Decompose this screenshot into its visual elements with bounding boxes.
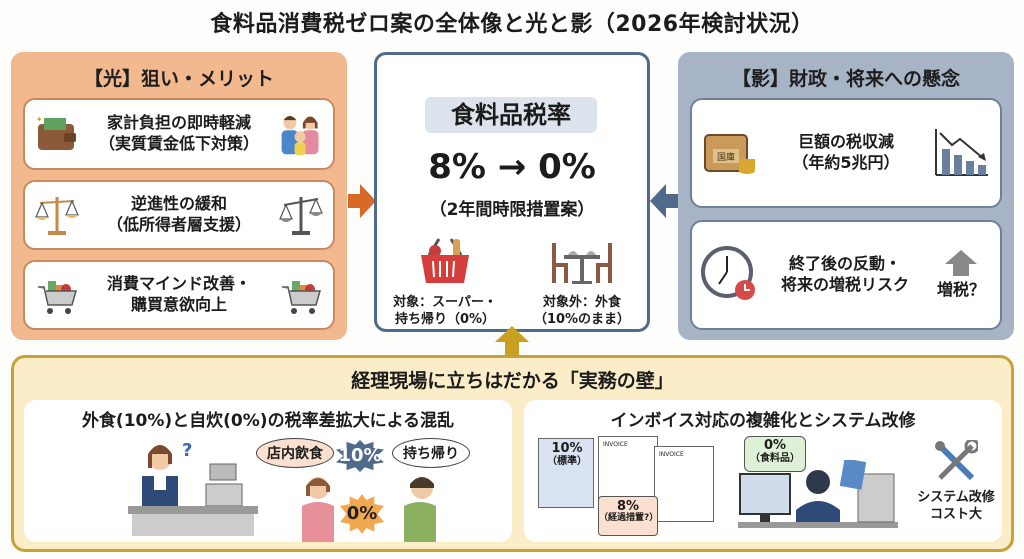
clock-icon <box>700 245 760 305</box>
invoice-doc: INVOICE <box>654 446 714 522</box>
shopping-basket-icon <box>385 235 505 291</box>
merit-line1: 家計負担の即時軽減 <box>106 113 251 133</box>
rate-tag-8: 8% <box>616 499 640 514</box>
scale-icon <box>277 191 325 239</box>
rate-tag-0: 0% <box>763 438 787 453</box>
invoice-system-card: インボイス対応の複雑化とシステム改修 10%（標準） INVOICE INVOI… <box>524 400 1002 542</box>
system-cost-line1: システム改修 <box>917 490 995 505</box>
concern-card-future-tax: 終了後の反動・ 将来の増税リスク 増税？ <box>690 220 1002 330</box>
practical-wall-title: 経理現場に立ちはだかる「実務の壁」 <box>351 370 674 392</box>
merit-card-regressivity: 逆進性の緩和 （低所得者層支援） <box>23 180 335 250</box>
arrow-right-icon <box>348 184 376 222</box>
page-title: 食料品消費税ゼロ案の全体像と光と影（2026年検討状況） <box>210 12 814 37</box>
treasure-chest-icon: 国庫 <box>700 123 760 183</box>
practical-wall-panel: 経理現場に立ちはだかる「実務の壁」 外食(10%)と自炊(0%)の税率差拡大によ… <box>11 355 1014 552</box>
rate-tag-10-note: （標準） <box>547 456 587 468</box>
merit-line2: （低所得者層支援） <box>106 215 251 234</box>
merits-panel: 【光】狙い・メリット ✦ 家計負担の即時軽減 （実質賃金低下対策） 逆進性の緩和… <box>11 52 347 340</box>
concern-line1: 巨額の税収減 <box>797 132 894 152</box>
tax-increase-label: 増税？ <box>936 280 985 299</box>
worker-at-desk-icon <box>738 458 898 544</box>
covered-line2: 持ち帰り（0%） <box>394 311 496 327</box>
speech-bubble-takeout: 持ち帰り <box>392 438 470 468</box>
speech-bubble-food-rate: 0%（食料品） <box>744 436 806 472</box>
merit-line1: 逆進性の緩和 <box>130 194 227 214</box>
rate-confusion-title: 外食(10%)と自炊(0%)の税率差拡大による混乱 <box>81 411 455 431</box>
tools-icon <box>934 438 980 488</box>
rate-tag-8-note: （経過措置?） <box>599 513 659 524</box>
svg-text:✦: ✦ <box>36 115 43 124</box>
dining-table-icon <box>522 235 642 291</box>
excluded-section: 対象外：外食 （10%のまま） <box>522 235 642 329</box>
scale-icon <box>33 191 81 239</box>
wallet-icon: ✦ <box>33 110 81 158</box>
food-tax-rate-label: 食料品税率 <box>425 97 597 133</box>
covered-line1: 対象：スーパー・ <box>393 295 497 310</box>
rate-tag-0-note: （食料品） <box>750 453 800 465</box>
merit-line2: 購買意欲向上 <box>130 295 227 314</box>
badge-10-percent: 10% <box>336 440 384 472</box>
svg-text:国庫: 国庫 <box>717 151 735 163</box>
invoice-system-title: インボイス対応の複雑化とシステム改修 <box>610 411 916 431</box>
shopping-cart-icon <box>277 271 325 319</box>
invoice-documents-icon: 10%（標準） INVOICE INVOICE 8%（経過措置?） <box>538 436 730 536</box>
shopping-cart-icon <box>33 271 81 319</box>
up-arrow-icon <box>945 250 977 276</box>
customer-man-icon <box>396 472 446 546</box>
badge-0-percent: 0% <box>340 494 384 534</box>
cashier-icon: ? <box>120 436 260 540</box>
concerns-panel: 【影】財政・将来への懸念 国庫 巨額の税収減 （年約5兆円） 終了後の反動・ 将… <box>678 52 1014 340</box>
family-icon <box>277 110 325 158</box>
excluded-line2: （10%のまま） <box>533 311 631 327</box>
tax-increase-indicator: 増税？ <box>930 250 992 300</box>
concern-card-revenue: 国庫 巨額の税収減 （年約5兆円） <box>690 98 1002 208</box>
rate-change: 8% → 0% <box>428 147 596 187</box>
merit-card-household: ✦ 家計負担の即時軽減 （実質賃金低下対策） <box>23 98 335 170</box>
declining-chart-icon <box>932 123 992 183</box>
covered-section: 対象：スーパー・ 持ち帰り（0%） <box>385 235 505 329</box>
concern-line1: 終了後の反動・ <box>788 254 901 274</box>
concerns-title: 【影】財政・将来への懸念 <box>731 68 960 90</box>
merit-card-consumption: 消費マインド改善・ 購買意欲向上 <box>23 260 335 330</box>
excluded-line1: 対象外：外食 <box>542 295 621 310</box>
merit-line2: （実質賃金低下対策） <box>98 134 259 153</box>
customer-woman-icon <box>294 472 344 546</box>
rate-confusion-card: 外食(10%)と自炊(0%)の税率差拡大による混乱 ? 店内飲食 10% 持ち帰… <box>24 400 512 542</box>
food-tax-rate-panel: 食料品税率 8% → 0% （2年間時限措置案） 対象：スーパー・ 持ち帰り（0… <box>374 52 650 332</box>
system-cost-caption: システム改修 コスト大 <box>912 490 1000 524</box>
speech-bubble-dine-in: 店内飲食 <box>256 438 334 468</box>
concern-line2: 将来の増税リスク <box>780 275 909 294</box>
arrow-left-icon <box>650 184 678 222</box>
svg-text:?: ? <box>182 440 192 461</box>
merit-line1: 消費マインド改善・ <box>106 274 251 294</box>
merits-title: 【光】狙い・メリット <box>83 68 274 90</box>
arrow-up-icon <box>495 326 529 360</box>
rate-note: （2年間時限措置案） <box>429 200 595 220</box>
concern-line2: （年約5兆円） <box>792 153 900 172</box>
rate-tag-10: 10% <box>551 441 583 456</box>
system-cost-line2: コスト大 <box>929 506 982 522</box>
